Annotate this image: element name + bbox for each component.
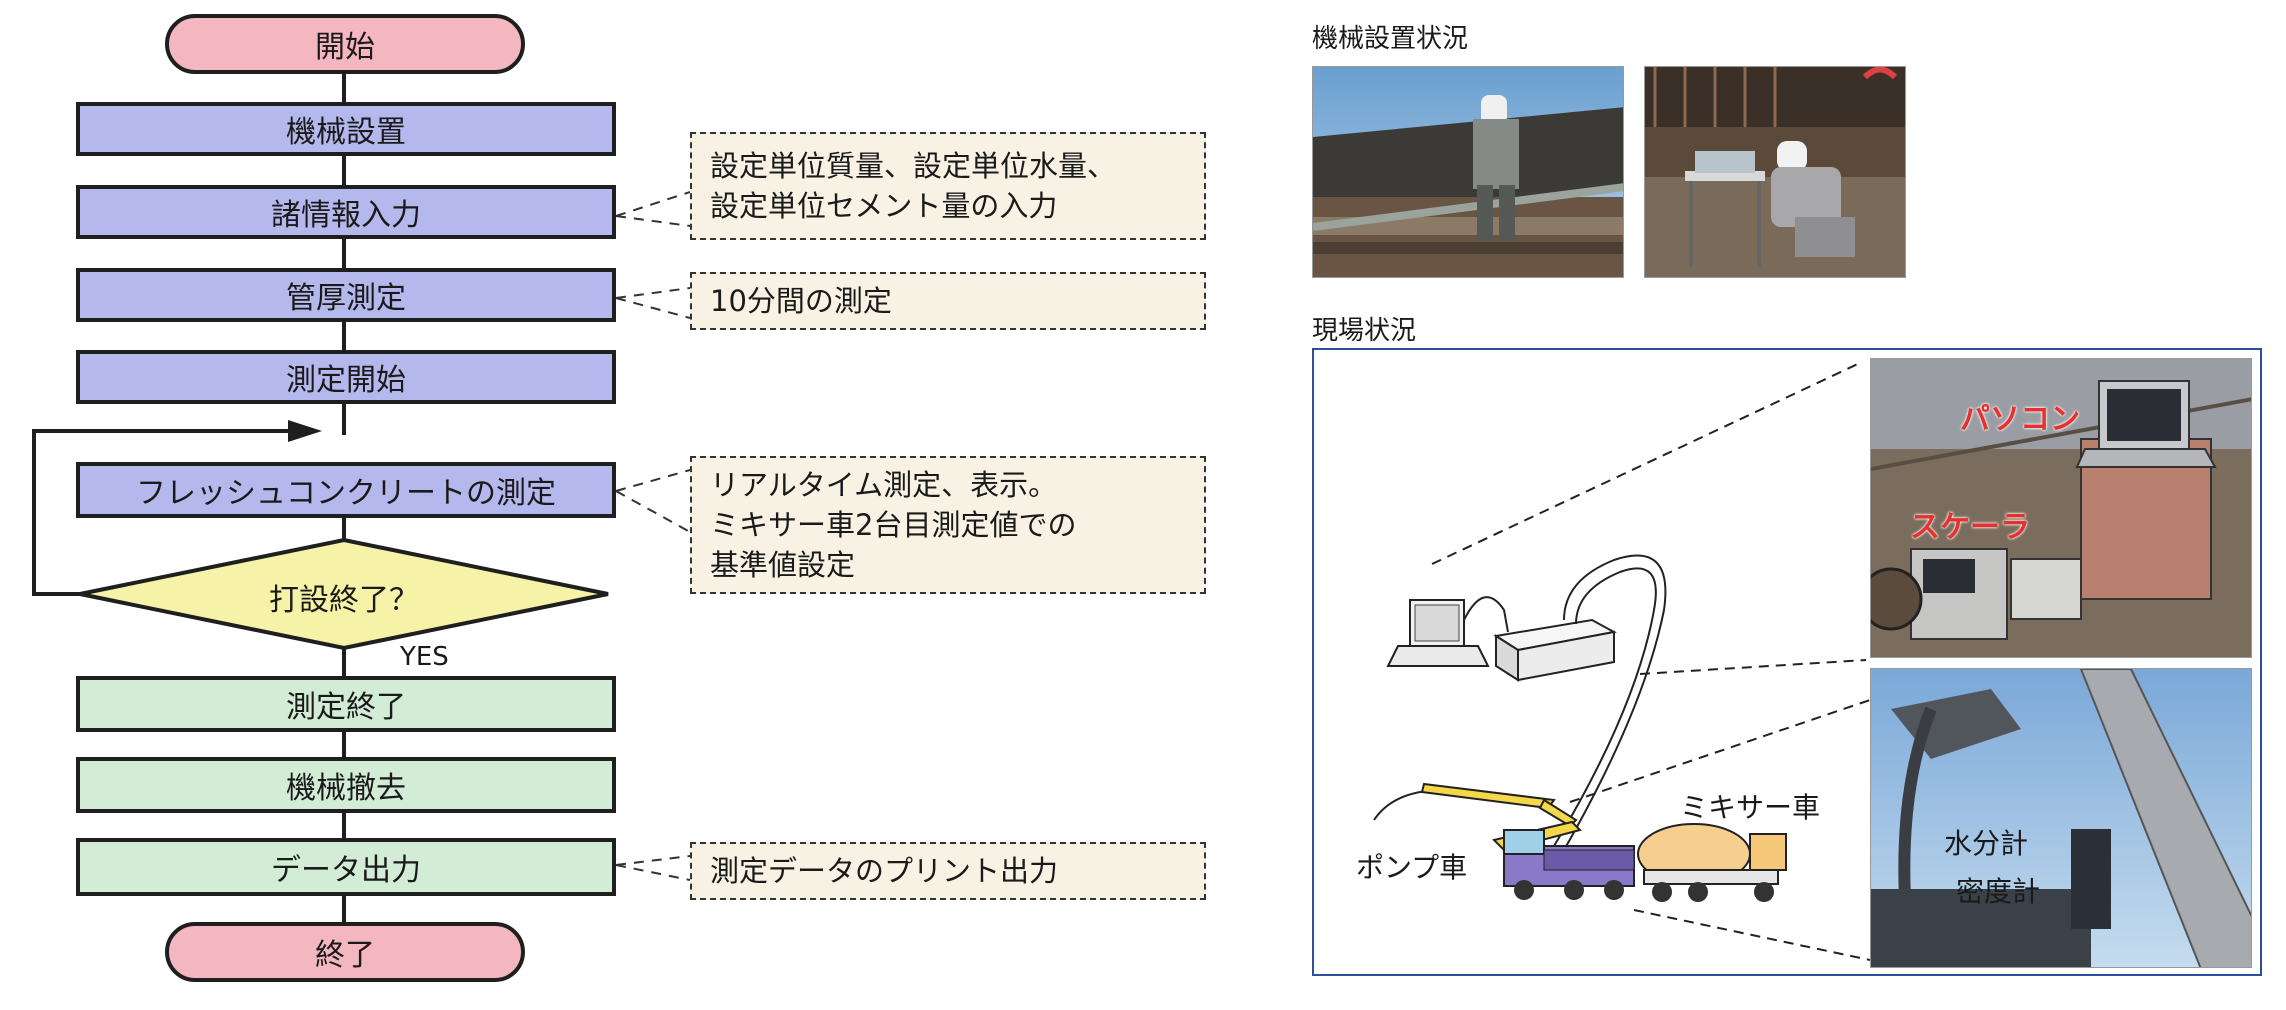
end-terminal: 終了 [165,922,525,982]
note-line: リアルタイム測定、表示。 [710,468,1058,502]
measurement-unit-drawing [1493,618,1617,682]
note-line: 基準値設定 [710,548,856,582]
label-pump-truck: ポンプ車 [1356,851,1468,884]
label-mixer-truck: ミキサー車 [1680,791,1821,824]
note-realtime: リアルタイム測定、表示。 ミキサー車2台目測定値での 基準値設定 [690,456,1206,594]
decision-diamond-shape [79,537,609,651]
label-water-meter: 水分計 [1944,827,2029,860]
start-terminal: 開始 [165,14,525,74]
site-photo-pump-boom-art [1871,669,2251,967]
laptop-drawing [1386,599,1490,667]
install-photo-2-art [1645,67,1905,277]
decision-label: 打設終了？ [269,583,419,618]
step-data-output: データ出力 [76,838,616,896]
install-photo-2 [1644,66,1906,278]
note-line: 設定単位質量、設定単位水量、 [710,149,1117,183]
install-photo-1 [1312,66,1624,278]
note-thickness: 10分間の測定 [690,272,1206,330]
note-line: 測定データのプリント出力 [710,854,1059,888]
step-thickness-measure: 管厚測定 [76,268,616,322]
step-machine-removal: 機械撤去 [76,757,616,813]
note-line: 設定単位セメント量の入力 [710,189,1058,223]
label-scaler: スケーラ [1910,510,2030,545]
step-measure-start: 測定開始 [76,350,616,404]
install-photo-1-art [1313,67,1623,277]
yes-label: YES [400,642,449,672]
flowchart-connectors [32,72,691,924]
step-info-input: 諸情報入力 [76,185,616,239]
site-photo-pump-boom [1870,668,2252,968]
note-print-output: 測定データのプリント出力 [690,842,1206,900]
site-photo-pc-scaler [1870,358,2252,658]
step-fresh-concrete-measure: フレッシュコンクリートの測定 [76,462,616,518]
site-panel: パソコン スケーラ ミキサー車 ポンプ車 水分計 密度計 [1312,348,2262,976]
label-pc: パソコン [1960,402,2080,437]
mixer-truck-drawing [1637,823,1787,902]
note-line: 10分間の測定 [710,284,892,318]
site-diagram [1373,361,1871,961]
step-measure-end: 測定終了 [76,676,616,732]
note-info-input: 設定単位質量、設定単位水量、 設定単位セメント量の入力 [690,132,1206,240]
step-machine-setup: 機械設置 [76,102,616,156]
note-line: ミキサー車2台目測定値での [710,508,1077,542]
install-status-title: 機械設置状況 [1312,24,1469,54]
pump-truck-drawing [1503,829,1635,900]
label-density-meter: 密度計 [1956,875,2041,908]
site-status-title: 現場状況 [1312,316,1417,346]
site-photo-pc-scaler-art [1871,359,2251,657]
